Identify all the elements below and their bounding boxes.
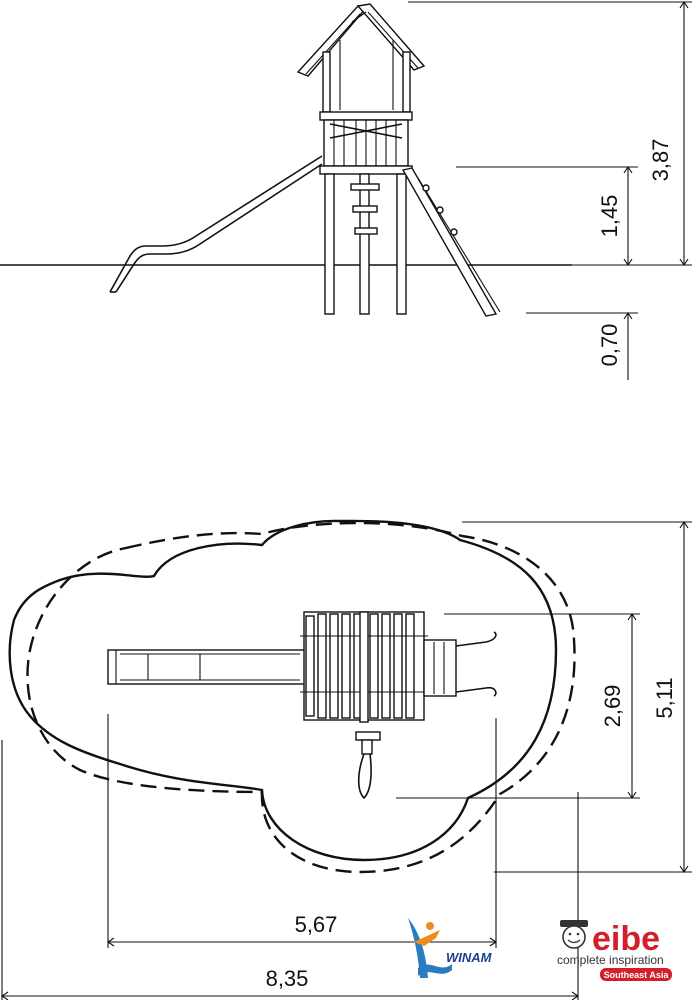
eibe-tagline: complete inspiration xyxy=(557,953,664,967)
safety-area-dashed xyxy=(26,521,576,874)
dim-foundation-depth: 0,70 xyxy=(597,324,622,367)
climbing-rope-plan xyxy=(355,731,381,800)
plan-dimension-lines xyxy=(1,521,692,1000)
inclined-ladder xyxy=(401,167,501,317)
fall-zone-outline xyxy=(8,519,558,862)
eibe-region-text: Southeast Asia xyxy=(604,970,670,980)
winam-wave-icon xyxy=(418,964,452,976)
winam-logo: WINAM xyxy=(408,918,493,978)
elevation-view: 3,87 1,45 0,70 xyxy=(0,1,692,380)
plan-view: 2,69 5,11 5,67 8,35 xyxy=(1,519,692,1000)
eibe-face-icon xyxy=(560,920,588,949)
climbing-rungs xyxy=(350,183,380,235)
tower-platform xyxy=(319,111,413,175)
winam-swoosh-icon xyxy=(408,918,428,978)
dim-total-height: 3,87 xyxy=(648,139,673,182)
winam-logo-text: WINAM xyxy=(446,950,493,965)
dim-safety-length: 8,35 xyxy=(266,966,309,991)
platform-plan xyxy=(300,611,428,723)
dim-safety-depth: 5,11 xyxy=(652,677,677,718)
eibe-logo-name: eibe xyxy=(592,920,660,958)
dim-platform-width: 2,69 xyxy=(600,685,625,728)
dim-equipment-length: 5,67 xyxy=(295,912,338,937)
eibe-region-badge xyxy=(600,968,672,981)
ladder-plan xyxy=(423,631,497,697)
dim-platform-height: 1,45 xyxy=(597,195,622,238)
slide xyxy=(109,155,323,293)
winam-head-icon xyxy=(426,922,434,930)
slide-plan xyxy=(107,649,309,685)
elevation-dimension-lines xyxy=(408,1,692,380)
eibe-logo: eibe complete inspiration Southeast Asia xyxy=(557,920,672,981)
tower-legs xyxy=(324,173,407,315)
winam-figure-icon xyxy=(414,930,440,946)
